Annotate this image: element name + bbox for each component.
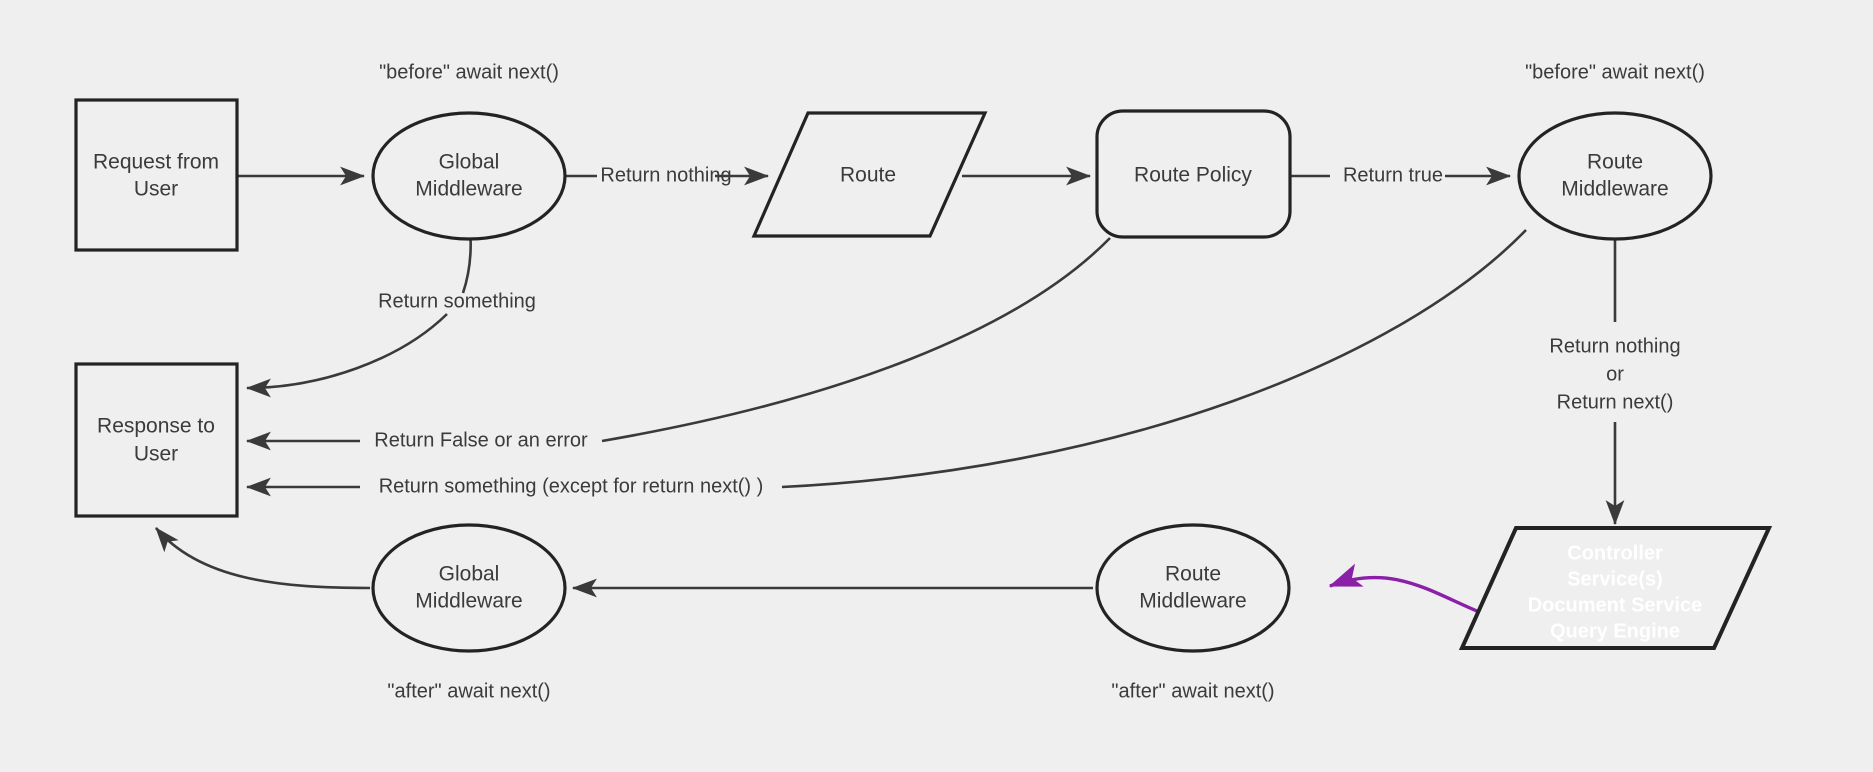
edge-controller-to-route-middleware-after — [1328, 563, 1501, 622]
annotation-before-route-middleware: "before" await next() — [1525, 61, 1705, 83]
node-global-middleware-after[interactable]: Global Middleware — [371, 523, 567, 653]
node-response-to-user[interactable]: Response to User — [74, 362, 239, 518]
edge-global-middleware-return-something-lower — [245, 313, 448, 398]
annotation-after-global-middleware: "after" await next() — [387, 680, 550, 702]
node-route[interactable]: Route — [751, 111, 988, 238]
node-controller-line2: Service(s) — [1567, 568, 1663, 590]
node-route-middleware-before[interactable]: Route Middleware — [1517, 111, 1713, 241]
node-global-middleware-before[interactable]: Global Middleware — [371, 111, 567, 241]
edge-label-return-true: Return true — [1343, 164, 1443, 186]
edge-label-return-nothing-or-next-2: or — [1606, 363, 1624, 385]
node-route-label: Route — [840, 164, 896, 187]
node-controller-line1: Controller — [1567, 542, 1663, 564]
node-request-from-user-line2: User — [134, 178, 178, 201]
node-response-to-user-line1: Response to — [97, 415, 215, 438]
edge-route-middleware-return-something-curve — [781, 229, 1527, 489]
edge-label-layer: Return nothing Return true Return someth… — [374, 164, 1680, 497]
node-route-middleware-after[interactable]: Route Middleware — [1095, 523, 1291, 653]
edge-layer — [155, 166, 1625, 622]
node-route-policy-label: Route Policy — [1134, 164, 1252, 187]
node-route-middleware-after-line1: Route — [1165, 563, 1221, 586]
edge-label-return-false-or-error: Return False or an error — [374, 429, 588, 451]
node-global-middleware-after-line1: Global — [439, 563, 500, 586]
node-route-middleware-after-line2: Middleware — [1139, 590, 1246, 613]
edge-label-return-nothing: Return nothing — [600, 164, 731, 186]
node-controller-services[interactable]: Controller Service(s) Document Service Q… — [1458, 526, 1773, 650]
annotation-after-route-middleware: "after" await next() — [1111, 680, 1274, 702]
node-global-middleware-after-line2: Middleware — [415, 590, 522, 613]
edge-label-return-something: Return something — [378, 290, 536, 312]
node-route-middleware-before-line2: Middleware — [1561, 178, 1668, 201]
node-route-policy[interactable]: Route Policy — [1095, 109, 1292, 239]
node-global-middleware-before-line2: Middleware — [415, 178, 522, 201]
edge-label-return-nothing-or-next-1: Return nothing — [1549, 335, 1680, 357]
node-global-middleware-before-line1: Global — [439, 151, 500, 174]
node-controller-line3: Document Service — [1528, 594, 1703, 616]
annotation-before-global-middleware: "before" await next() — [379, 61, 559, 83]
edge-label-return-nothing-or-next-3: Return next() — [1557, 391, 1674, 413]
node-route-middleware-before-line1: Route — [1587, 151, 1643, 174]
node-request-from-user-line1: Request from — [93, 151, 219, 174]
node-response-to-user-line2: User — [134, 443, 178, 466]
node-controller-line4: Query Engine — [1550, 620, 1680, 642]
edge-route-policy-return-false-curve — [601, 237, 1111, 443]
annotation-layer: "before" await next() "before" await nex… — [379, 61, 1705, 702]
edge-label-return-something-except: Return something (except for return next… — [379, 475, 764, 497]
edge-global-middleware-after-to-response — [155, 527, 371, 590]
node-request-from-user[interactable]: Request from User — [74, 98, 239, 252]
